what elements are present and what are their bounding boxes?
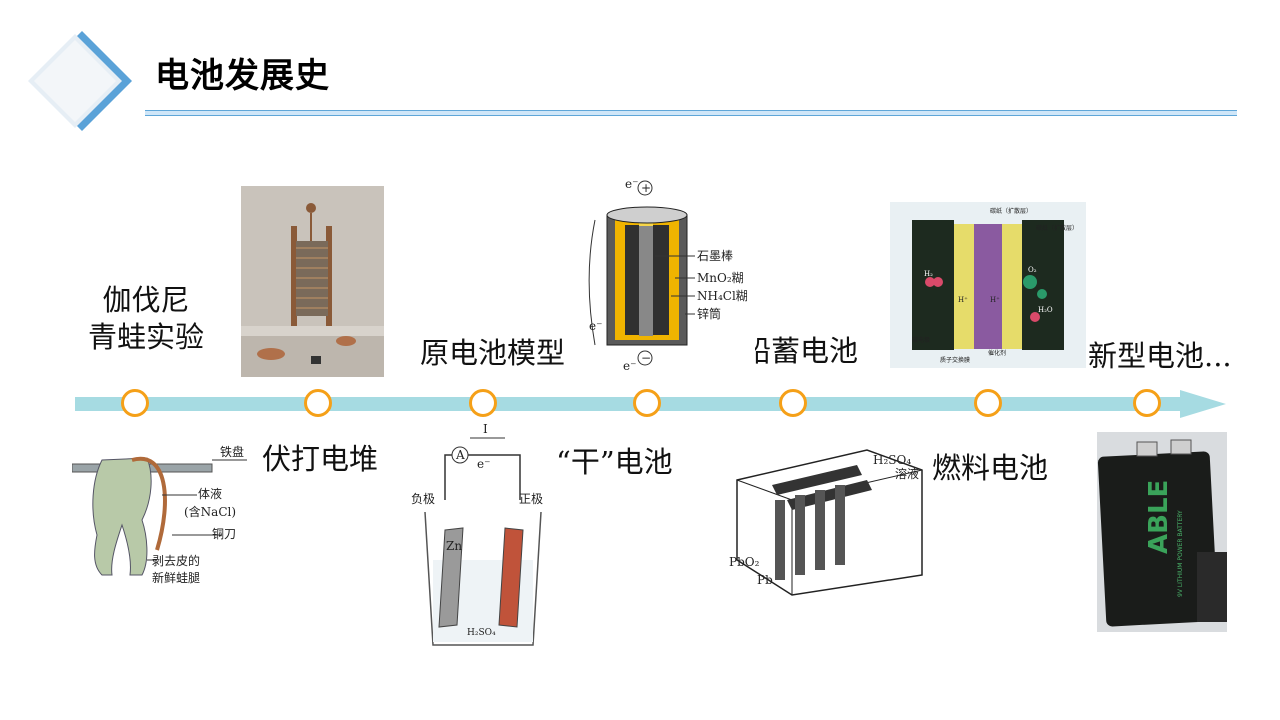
dry-cell-zinc-can-label: 锌筒 [697, 306, 721, 321]
timeline-node-lead-acid[interactable] [779, 389, 807, 417]
frog-label-skinned: 剥去皮的 [152, 553, 200, 568]
lead-acid-solution-label: 溶液 [895, 466, 919, 481]
event-label-galvani-line2: 青蛙实验 [88, 320, 205, 355]
galvanic-acid-label: H₂SO₄ [467, 628, 496, 638]
timeline-node-galvani[interactable] [121, 389, 149, 417]
event-label-dry-cell: “干”电池 [556, 445, 673, 479]
fuel-cell-figure: H₂ O₂ H₂O H⁺ H⁺ 碳纸（扩散层） 碳纸（扩散层） 碳电极 质子交换… [890, 202, 1086, 368]
new-battery-photo: ABLE 9V LITHIUM POWER BATTERY [1097, 432, 1227, 632]
event-label-new-battery: 新型电池... [1088, 339, 1232, 373]
fuel-cell-hplus-label-2: H⁺ [990, 296, 1000, 304]
dry-cell-nh4cl-label: NH₄Cl糊 [697, 288, 748, 303]
header-decoration-icon [28, 31, 132, 131]
dry-cell-figure: + e⁻ − e⁻ e⁻ 石墨棒 MnO₂糊 NH₄Cl糊 锌筒 [585, 180, 755, 370]
dry-cell-mno2-label: MnO₂糊 [697, 270, 744, 285]
fuel-cell-hplus-label-1: H⁺ [958, 296, 968, 304]
galvanic-ammeter-label: A [455, 448, 465, 462]
fuel-cell-carbon-electrode: 碳电极 [912, 336, 930, 344]
frog-label-copper-knife: 铜刀 [212, 526, 236, 541]
lead-acid-h2so4-label: H₂SO₄ [873, 453, 911, 467]
frog-label-iron-plate: 铁盘 [220, 444, 244, 459]
fuel-cell-o2-label: O₂ [1028, 266, 1037, 274]
lead-acid-pb-label: Pb [757, 573, 773, 587]
page-title: 电池发展史 [155, 56, 330, 96]
timeline-node-fuel-cell[interactable] [974, 389, 1002, 417]
frog-label-nacl: (含NaCl) [184, 504, 236, 519]
galvanic-zinc-label: Zn [446, 539, 462, 553]
event-label-lead-acid: 铅蓄电池 [742, 334, 859, 368]
timeline-arrow-icon [1180, 390, 1226, 418]
battery-type-label: 9V LITHIUM POWER BATTERY [1177, 510, 1184, 597]
title-divider [145, 110, 1237, 116]
galvanic-cell-figure: A I e⁻ 负极 正极 Zn H₂SO₄ [405, 420, 553, 652]
dry-cell-electron-bottom: e⁻ [623, 359, 636, 370]
galvanic-electron-label: e⁻ [477, 457, 490, 471]
fuel-cell-h2o-label: H₂O [1038, 306, 1053, 314]
galvanic-current-label: I [483, 422, 488, 436]
event-label-galvanic-cell: 原电池模型 [420, 336, 566, 370]
timeline-node-galvanic-cell[interactable] [469, 389, 497, 417]
lead-acid-figure: H₂SO₄ 溶液 PbO₂ Pb [727, 440, 927, 600]
dry-cell-electron-side: e⁻ [589, 319, 602, 333]
fuel-cell-catalyst-label: 催化剂 [988, 349, 1006, 357]
dry-cell-graphite-label: 石墨棒 [697, 249, 733, 263]
dry-cell-minus-label: − [641, 351, 651, 365]
battery-brand-label: ABLE [1144, 480, 1174, 554]
galvanic-positive-label: 正极 [519, 492, 543, 506]
frog-label-frog-leg: 新鲜蛙腿 [152, 570, 200, 585]
timeline-node-volta[interactable] [304, 389, 332, 417]
event-label-fuel-cell: 燃料电池 [932, 451, 1049, 485]
fuel-cell-h2-label: H₂ [924, 270, 933, 278]
timeline-bar [75, 397, 1185, 411]
dry-cell-electron-top: e⁻ [625, 180, 638, 191]
voltaic-pile-photo [241, 186, 384, 377]
timeline-node-dry-cell[interactable] [633, 389, 661, 417]
fuel-cell-carbon-paper-1: 碳纸（扩散层） [990, 207, 1032, 215]
event-label-galvani: 伽伐尼 青蛙实验 [88, 283, 205, 355]
event-label-volta: 伏打电堆 [262, 442, 379, 476]
galvanic-negative-label: 负极 [411, 492, 435, 506]
event-label-galvani-line1: 伽伐尼 [102, 283, 190, 317]
dry-cell-plus-label: + [641, 181, 651, 195]
fuel-cell-pem-label: 质子交换膜 [940, 356, 970, 364]
fuel-cell-carbon-paper-2: 碳纸（扩散层） [1036, 224, 1078, 232]
frog-label-body-fluid: 体液 [198, 486, 222, 501]
lead-acid-pbo2-label: PbO₂ [729, 555, 760, 569]
frog-experiment-figure: 铁盘 体液 (含NaCl) 铜刀 剥去皮的 新鲜蛙腿 [72, 440, 252, 590]
timeline-node-new-battery[interactable] [1133, 389, 1161, 417]
